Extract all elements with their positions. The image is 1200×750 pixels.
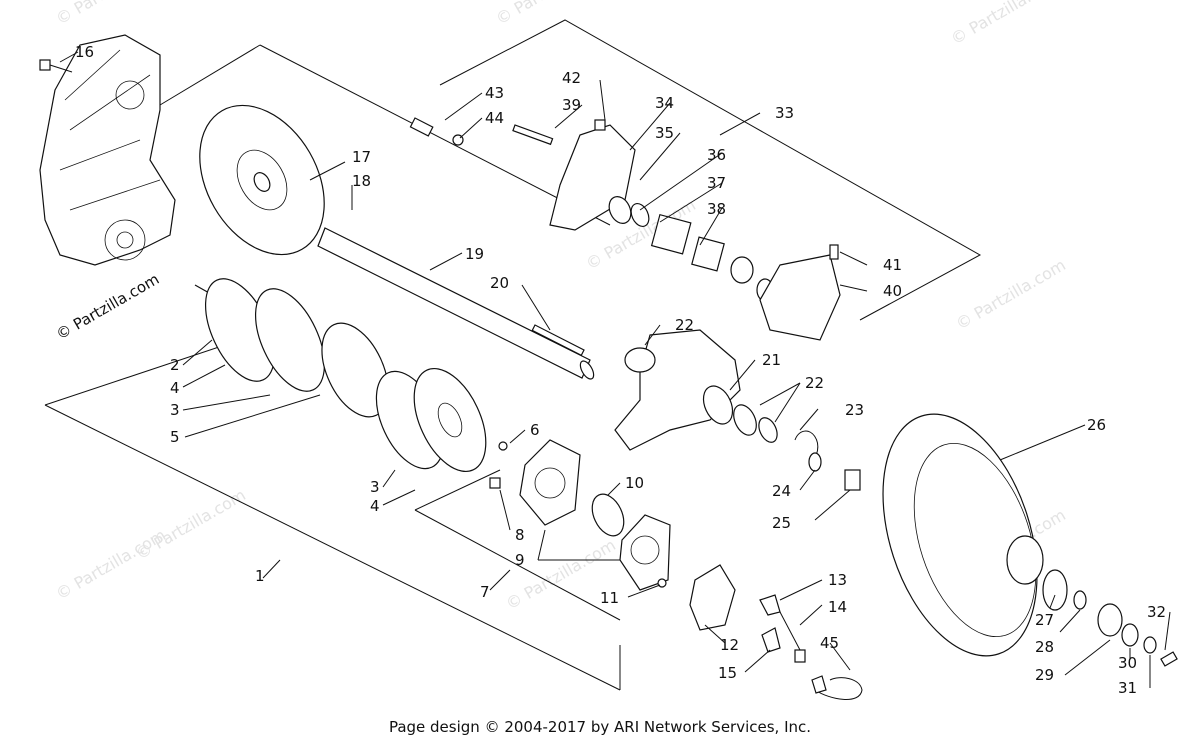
callout-label: 3 [370, 478, 380, 496]
callout-label: 13 [828, 571, 847, 589]
callout-label: 35 [655, 124, 674, 142]
callout-label: 20 [490, 274, 509, 292]
callout-label: 24 [772, 482, 791, 500]
callout-label: 29 [1035, 666, 1054, 684]
brake-caliper [409, 117, 841, 341]
callout-label: 32 [1147, 603, 1166, 621]
callout-label: 22 [675, 316, 694, 334]
watermark: © Partzilla.com [493, 0, 609, 28]
callout-label: 42 [562, 69, 581, 87]
callout-label: 14 [828, 598, 847, 616]
speed-sensor [759, 594, 806, 663]
callout-label: 2 [170, 356, 180, 374]
callout-label: 15 [718, 664, 737, 682]
callout-label: 44 [485, 109, 504, 127]
callout-label: 43 [485, 84, 504, 102]
callout-label: 45 [820, 634, 839, 652]
watermark: © Partzilla.com [53, 0, 169, 28]
callout-labels: 1 2 3 3 4 4 5 6 7 8 9 10 11 12 13 14 15 … [75, 43, 1166, 697]
driven-clutch [882, 413, 1178, 667]
group-outlines [44, 19, 982, 691]
callout-label: 28 [1035, 638, 1054, 656]
side-watermark: © Partzilla.com [53, 270, 162, 343]
callout-label: 7 [480, 583, 490, 601]
callout-label: 18 [352, 172, 371, 190]
callout-label: 10 [625, 474, 644, 492]
callout-label: 21 [762, 351, 781, 369]
callout-label: 5 [170, 428, 180, 446]
callout-label: 3 [170, 401, 180, 419]
drive-shaft-assembly [194, 278, 508, 473]
bracket-assembly [614, 329, 861, 491]
retaining-ring [811, 675, 863, 700]
jackshaft [317, 227, 595, 380]
callout-label: 38 [707, 200, 726, 218]
callout-label: 40 [883, 282, 902, 300]
leader-lines [59, 51, 1171, 688]
brake-disc [199, 104, 325, 256]
callout-label: 12 [720, 636, 739, 654]
callout-label: 8 [515, 526, 525, 544]
callout-label: 37 [707, 174, 726, 192]
callout-label: 34 [655, 94, 674, 112]
callout-label: 27 [1035, 611, 1054, 629]
callout-label: 33 [775, 104, 794, 122]
callout-label: 16 [75, 43, 94, 61]
callout-label: 6 [530, 421, 540, 439]
callout-label: 36 [707, 146, 726, 164]
callout-label: 9 [515, 551, 525, 569]
watermark: © Partzilla.com [948, 0, 1064, 48]
callout-label: 4 [170, 379, 180, 397]
callout-label: 11 [600, 589, 619, 607]
callout-label: 23 [845, 401, 864, 419]
callout-label: 31 [1118, 679, 1137, 697]
bolt-16 [39, 59, 73, 73]
callout-label: 26 [1087, 416, 1106, 434]
callout-label: 17 [352, 148, 371, 166]
page-footer: Page design © 2004-2017 by ARI Network S… [388, 718, 812, 736]
watermark: © Partzilla.com [953, 255, 1069, 333]
watermark: © Partzilla.com [53, 525, 169, 603]
callout-label: 4 [370, 497, 380, 515]
bearing-flanges [489, 439, 781, 653]
callout-label: 41 [883, 256, 902, 274]
callout-label: 30 [1118, 654, 1137, 672]
callout-label: 22 [805, 374, 824, 392]
gearcase-housing [39, 34, 176, 266]
callout-label: 39 [562, 96, 581, 114]
callout-label: 1 [255, 567, 265, 585]
callout-label: 19 [465, 245, 484, 263]
callout-label: 25 [772, 514, 791, 532]
